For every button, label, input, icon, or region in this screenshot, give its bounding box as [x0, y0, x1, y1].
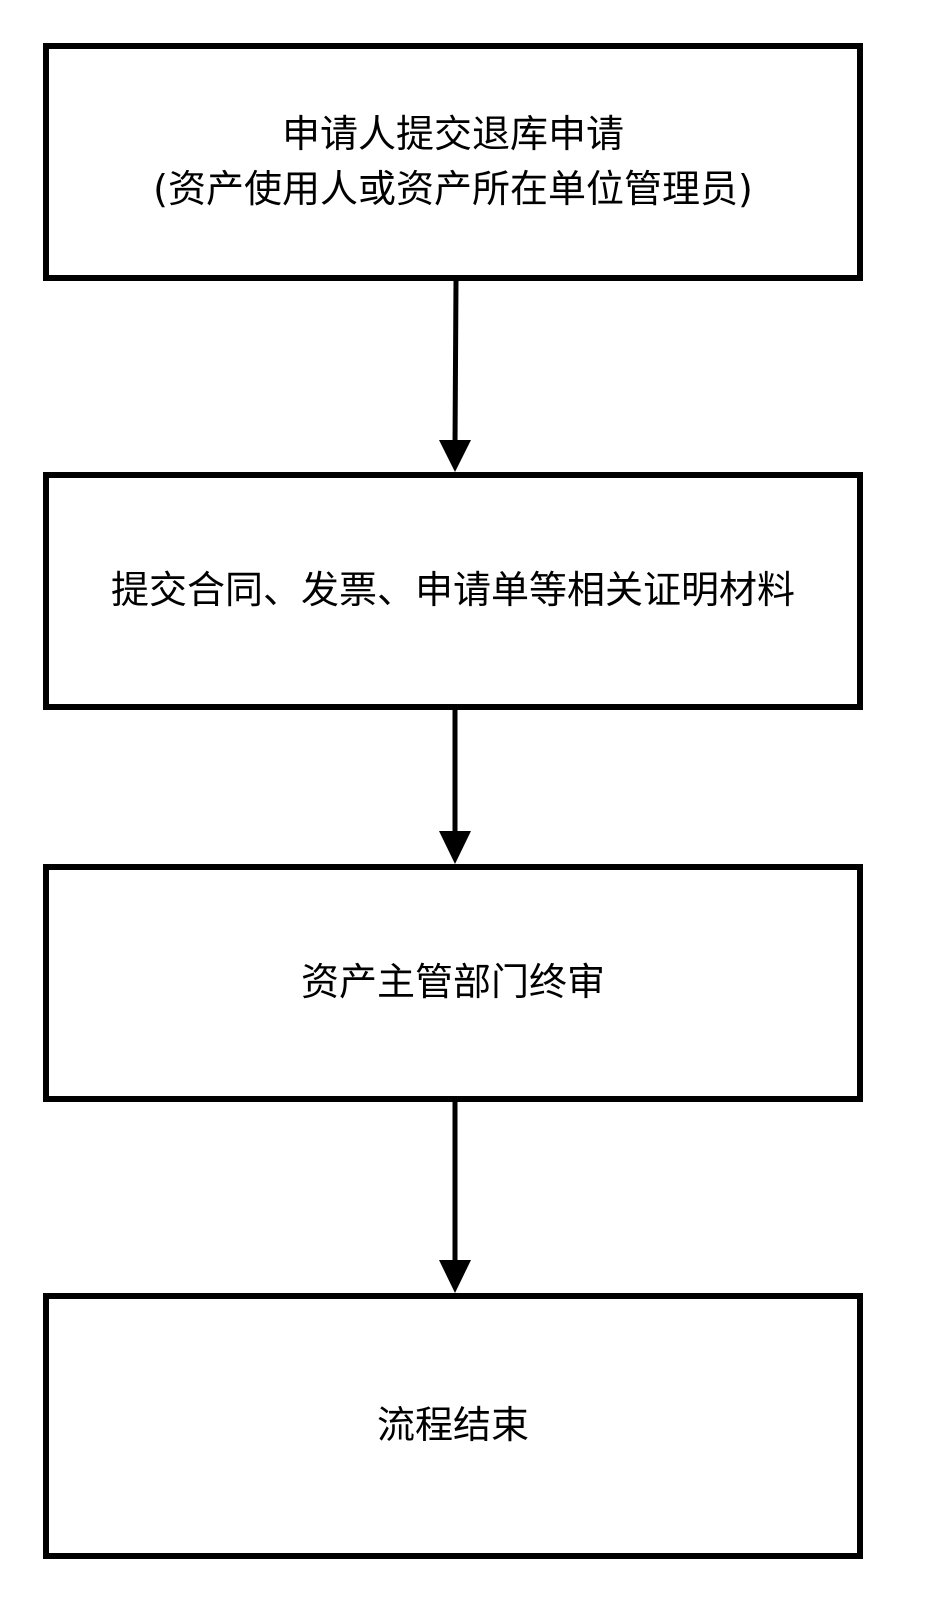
arrow-3-to-4: [439, 1102, 471, 1293]
step-process-end: 流程结束: [43, 1293, 863, 1559]
step-2-text: 提交合同、发票、申请单等相关证明材料: [110, 568, 795, 613]
arrow-2-to-3: [439, 710, 471, 864]
step-submit-documents: 提交合同、发票、申请单等相关证明材料: [43, 472, 863, 710]
step-1-line-1: 申请人提交退库申请: [281, 111, 624, 156]
step-4-text: 流程结束: [376, 1403, 529, 1448]
step-3-text: 资产主管部门终审: [300, 960, 605, 1005]
step-1-line-2: (资产使用人或资产所在单位管理员): [153, 167, 753, 211]
arrow-1-to-2: [439, 280, 471, 472]
step-final-review: 资产主管部门终审: [43, 864, 863, 1102]
step-submit-application: 申请人提交退库申请 (资产使用人或资产所在单位管理员): [43, 43, 863, 281]
